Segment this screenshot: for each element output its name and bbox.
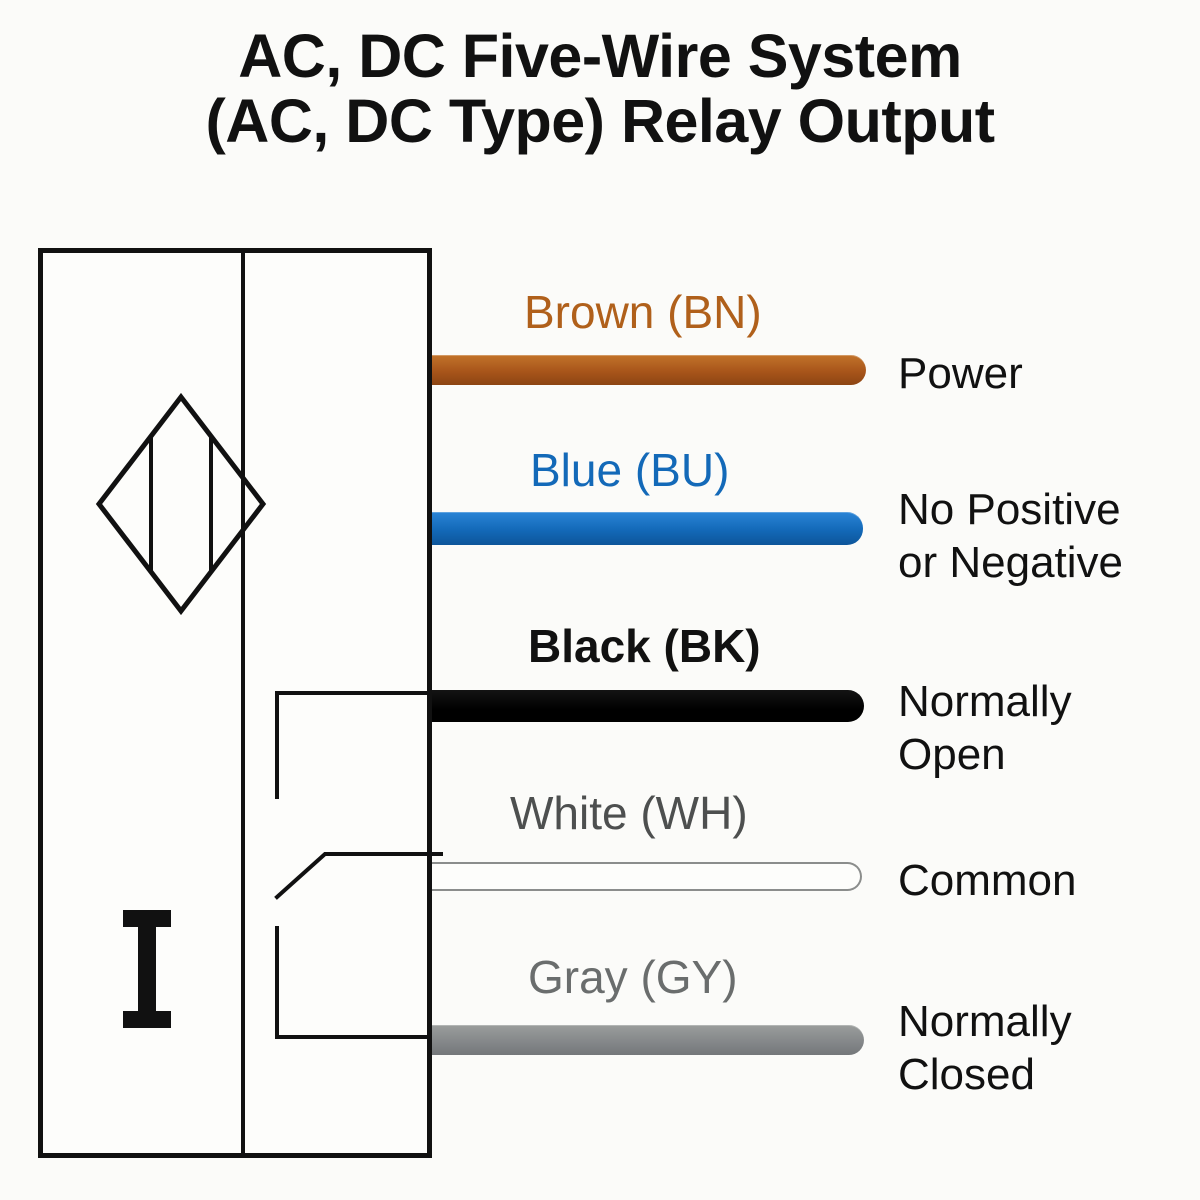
detection-diamond-icon [95, 393, 267, 615]
title-line-1: AC, DC Five-Wire System [238, 22, 962, 90]
diagram-title: AC, DC Five-Wire System (AC, DC Type) Re… [0, 24, 1200, 153]
function-label-power-line-1: Power [898, 349, 1023, 398]
function-label-no-polarity-line-1: No Positive [898, 485, 1121, 534]
wire-label-black: Black (BK) [528, 620, 761, 672]
wire-white[interactable] [432, 862, 862, 891]
wire-brown[interactable] [432, 355, 866, 385]
wire-label-brown: Brown (BN) [524, 286, 762, 338]
function-label-normally-open-line-1: Normally [898, 677, 1072, 726]
title-line-2: (AC, DC Type) Relay Output [205, 86, 995, 155]
function-label-no-polarity-line-2: or Negative [898, 537, 1124, 587]
wire-label-blue: Blue (BU) [530, 444, 730, 496]
relay-contact-schematic [274, 691, 443, 1039]
function-label-no-polarity: No Positive or Negative [898, 484, 1123, 590]
function-label-normally-closed: Normally Closed [898, 996, 1072, 1102]
wire-blue[interactable] [432, 512, 863, 545]
wire-label-white: White (WH) [510, 787, 748, 839]
body-divider-line [241, 253, 245, 1153]
wire-black[interactable] [432, 690, 864, 722]
function-label-normally-closed-line-2: Closed [898, 1049, 1035, 1099]
function-label-common-line-1: Common [898, 856, 1077, 905]
wire-label-gray: Gray (GY) [528, 951, 738, 1003]
sensor-body [38, 248, 443, 1158]
function-label-normally-closed-line-1: Normally [898, 997, 1072, 1046]
function-label-common: Common [898, 855, 1077, 908]
function-label-power: Power [898, 348, 1023, 401]
wire-gray[interactable] [432, 1025, 864, 1055]
function-label-normally-open-line-2: Open [898, 729, 1006, 779]
contact-bar-icon [123, 910, 171, 1028]
function-label-normally-open: Normally Open [898, 676, 1072, 782]
